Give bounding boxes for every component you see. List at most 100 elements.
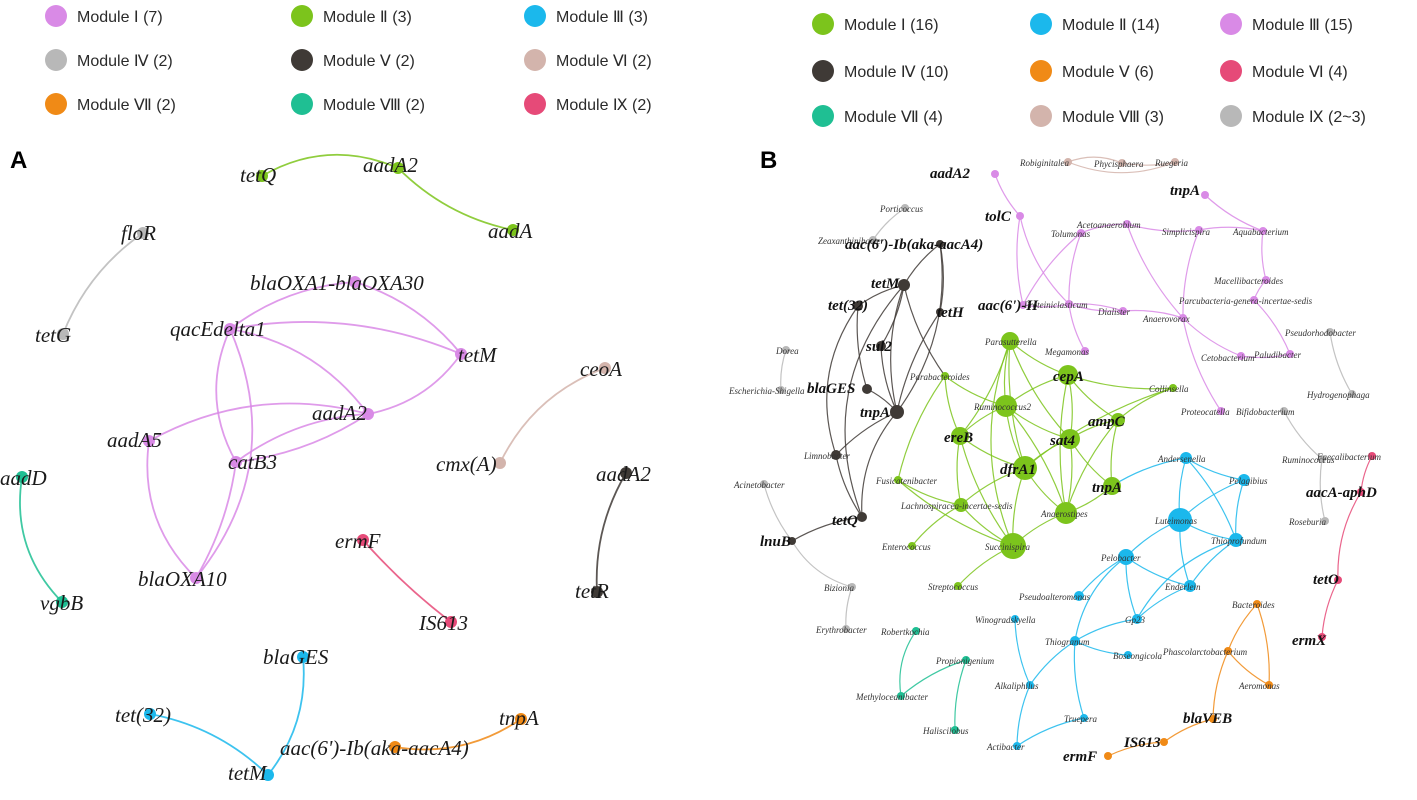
network-edge xyxy=(1337,491,1362,581)
node-marker xyxy=(991,170,999,178)
network-node: Thiogranum xyxy=(1045,636,1090,647)
network-edge xyxy=(1125,556,1138,620)
network-edge xyxy=(1022,232,1082,306)
network-node: Pseudorhodobacter xyxy=(1284,328,1356,338)
legend-label: Module Ⅶ (4) xyxy=(844,109,943,126)
node-marker xyxy=(782,346,790,354)
node-marker xyxy=(1123,220,1131,228)
node-marker xyxy=(144,708,156,720)
node-marker xyxy=(1132,614,1142,624)
network-node: Pseudoalteromonas xyxy=(1018,591,1091,602)
legend-label: Module Ⅷ (3) xyxy=(1062,109,1164,126)
node-label: tetR xyxy=(575,579,609,603)
network-edge xyxy=(195,328,254,579)
node-marker xyxy=(507,224,519,236)
network-node: tetR xyxy=(575,579,609,603)
node-label: aadA2 xyxy=(930,166,971,182)
node-label: Phascolarctobacterium xyxy=(1162,647,1248,657)
node-label: Porticoccus xyxy=(879,204,923,214)
node-marker xyxy=(954,498,968,512)
node-label: Anaerostipes xyxy=(1040,509,1088,519)
node-label: Fusicatenibacter xyxy=(875,476,937,486)
network-node: Cetobacterium xyxy=(1201,352,1255,363)
node-marker xyxy=(848,583,856,591)
node-label: tetO xyxy=(1313,572,1339,588)
node-label: blaGES xyxy=(263,645,329,669)
node-marker xyxy=(1184,580,1196,592)
network-node: Streptococcus xyxy=(928,582,979,592)
network-edge xyxy=(780,349,787,391)
network-edge xyxy=(1182,317,1222,412)
network-edge xyxy=(1122,309,1184,319)
network-node: ereB xyxy=(944,427,973,446)
node-marker xyxy=(912,627,920,635)
node-marker xyxy=(515,713,527,725)
network-edge xyxy=(1014,618,1031,686)
legend-label: Module Ⅴ (6) xyxy=(1062,64,1154,81)
node-marker xyxy=(901,204,909,212)
network-node: Boseongicola xyxy=(1113,651,1162,661)
legend-label: Module Ⅸ (2) xyxy=(556,97,652,114)
network-node: IS613 xyxy=(418,611,468,635)
network-edge xyxy=(845,586,853,630)
node-label: Tolumonas xyxy=(1051,229,1091,239)
network-edge xyxy=(1126,223,1200,232)
network-node: Pelagibius xyxy=(1228,474,1268,486)
node-label: Pseudoalteromonas xyxy=(1018,592,1091,602)
node-marker xyxy=(760,480,768,488)
network-node: Parabacteroides xyxy=(909,372,970,382)
network-node: ermX xyxy=(1292,633,1327,649)
network-node: ermF xyxy=(1063,749,1112,765)
node-marker xyxy=(908,542,916,550)
node-marker xyxy=(1013,456,1037,480)
network-edge xyxy=(1005,405,1067,514)
network-node: Aquabacterium xyxy=(1232,227,1289,237)
node-marker xyxy=(591,586,603,598)
network-edge xyxy=(1212,650,1229,720)
node-marker xyxy=(1119,307,1127,315)
network-node: sat4 xyxy=(1049,429,1080,449)
node-label: Pelobacter xyxy=(1100,553,1141,563)
node-label: Phycisphaera xyxy=(1093,159,1144,169)
node-marker xyxy=(890,405,904,419)
node-marker xyxy=(56,596,68,608)
network-node: Limnobacter xyxy=(803,450,850,461)
network-edge xyxy=(956,435,962,506)
network-node: aac(6')-II xyxy=(978,298,1039,314)
node-label: Enderlein xyxy=(1164,582,1201,592)
network-node: Hydrogenophaga xyxy=(1306,390,1370,400)
network-node: tetG xyxy=(35,323,71,347)
node-marker xyxy=(1318,455,1326,463)
network-edge xyxy=(1067,374,1174,390)
node-marker xyxy=(951,427,969,445)
network-node: IS613 xyxy=(1123,735,1168,751)
node-label: blaVEB xyxy=(1183,711,1232,727)
node-marker xyxy=(599,362,611,374)
network-node: Paludibacter xyxy=(1253,350,1301,360)
node-label: Zeaxanthinibacter xyxy=(818,236,884,246)
node-label: Escherichia-Shigella xyxy=(728,386,805,396)
node-label: Methyloceanibacter xyxy=(855,692,928,702)
node-label: qacEdelta1 xyxy=(170,317,266,341)
network-node: Macellibacteroides xyxy=(1213,276,1284,286)
node-marker xyxy=(898,279,910,291)
node-label: ereB xyxy=(944,430,973,446)
node-label: ermF xyxy=(335,529,381,553)
network-node: Actibacter xyxy=(986,742,1025,752)
node-label: tet(32) xyxy=(115,703,171,727)
network-edge xyxy=(1073,640,1085,719)
network-node: vgbB xyxy=(40,591,83,615)
node-marker xyxy=(777,386,785,394)
node-marker xyxy=(1060,429,1080,449)
node-label: Erythrobacter xyxy=(815,625,867,635)
network-node: ampC xyxy=(1088,413,1126,430)
node-marker xyxy=(1321,517,1329,525)
network-node: tet(32) xyxy=(828,298,868,314)
network-node: tnpA xyxy=(1170,183,1209,199)
network-edge xyxy=(1059,374,1069,514)
network-node: cepA xyxy=(1053,365,1084,385)
network-node: tetM xyxy=(871,276,910,292)
node-label: Bifidobacterium xyxy=(1236,407,1295,417)
network-edge xyxy=(1107,741,1165,757)
network-node: Acinetobacter xyxy=(733,480,785,490)
